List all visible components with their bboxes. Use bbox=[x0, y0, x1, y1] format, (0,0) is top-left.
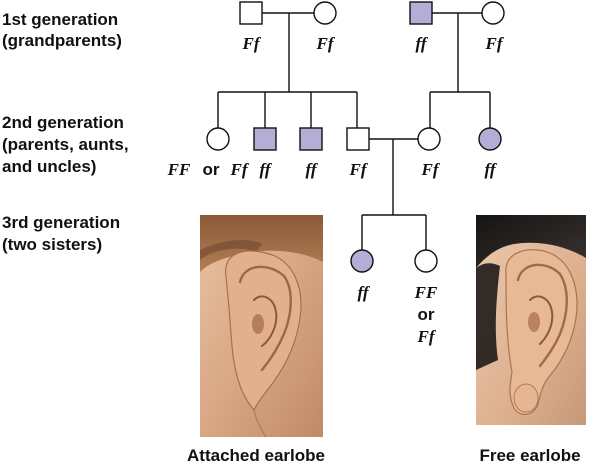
genotype-label: Ff bbox=[242, 34, 262, 53]
gen2-subtitle-line1: (parents, aunts, bbox=[2, 135, 129, 154]
attached-earlobe-photo bbox=[200, 215, 323, 438]
genotype-label: Ff bbox=[485, 34, 505, 53]
affected-female-symbol bbox=[350, 249, 374, 273]
genotype-label: ff bbox=[357, 283, 370, 302]
gen2-subtitle-line2: and uncles) bbox=[2, 157, 96, 176]
genotype-label: Ff bbox=[421, 160, 441, 179]
attached-earlobe-caption: Attached earlobe bbox=[187, 446, 325, 464]
genotype-labels: Ff Ff ff Ff FF or Ff ff ff Ff Ff ff ff F… bbox=[167, 34, 505, 346]
unaffected-female-symbol bbox=[417, 127, 441, 151]
affected-male-symbol bbox=[409, 1, 433, 25]
pedigree-symbols bbox=[206, 1, 505, 273]
unaffected-female-symbol bbox=[481, 1, 505, 25]
or-label: or bbox=[203, 160, 220, 179]
unaffected-female-symbol bbox=[313, 1, 337, 25]
genotype-label: FF bbox=[167, 160, 191, 179]
unaffected-female-symbol bbox=[206, 127, 230, 151]
gen2-title: 2nd generation bbox=[2, 113, 124, 132]
genotype-label: Ff bbox=[230, 160, 250, 179]
genotype-label: ff bbox=[305, 160, 318, 179]
gen1-title: 1st generation bbox=[2, 10, 118, 29]
affected-female-symbol bbox=[478, 127, 502, 151]
genotype-label: Ff bbox=[316, 34, 336, 53]
unaffected-male-symbol bbox=[239, 1, 263, 25]
generation-3-label: 3rd generation (two sisters) bbox=[2, 213, 120, 254]
genotype-label: FF bbox=[414, 283, 438, 302]
pedigree-lines bbox=[217, 12, 491, 250]
genotype-label: Ff bbox=[349, 160, 369, 179]
genotype-label: ff bbox=[259, 160, 272, 179]
unaffected-female-symbol bbox=[414, 249, 438, 273]
gen3-subtitle: (two sisters) bbox=[2, 235, 102, 254]
affected-male-symbol bbox=[253, 127, 277, 151]
affected-male-symbol bbox=[299, 127, 323, 151]
free-earlobe-caption: Free earlobe bbox=[479, 446, 580, 464]
unaffected-male-symbol bbox=[346, 127, 370, 151]
genotype-label: ff bbox=[484, 160, 497, 179]
gen3-title: 3rd generation bbox=[2, 213, 120, 232]
generation-1-label: 1st generation (grandparents) bbox=[2, 10, 122, 50]
gen1-subtitle: (grandparents) bbox=[2, 31, 122, 50]
genotype-label: ff bbox=[415, 34, 428, 53]
or-label: or bbox=[418, 305, 435, 324]
genotype-label: Ff bbox=[417, 327, 437, 346]
generation-2-label: 2nd generation (parents, aunts, and uncl… bbox=[2, 113, 129, 176]
free-earlobe-photo bbox=[476, 215, 586, 425]
